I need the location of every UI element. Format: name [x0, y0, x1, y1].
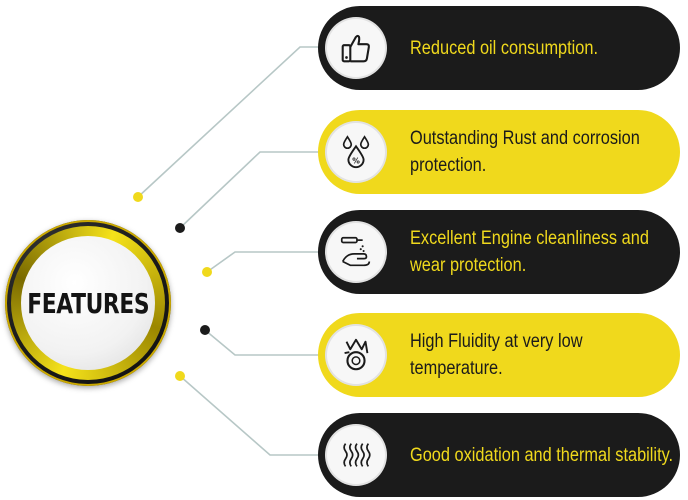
- feature-pill-oxidation-stability: Good oxidation and thermal stability.: [318, 413, 680, 497]
- feature-text: Reduced oil consumption.: [410, 37, 599, 59]
- connector-line-2: [179, 151, 320, 229]
- connector-line-1: [137, 46, 320, 198]
- feature-icon-circle: [327, 426, 385, 484]
- feature-icon-circle: [327, 326, 385, 384]
- feature-pill-engine-cleanliness: Excellent Engine cleanliness and wear pr…: [318, 210, 680, 294]
- connector-dot-3: [202, 267, 212, 277]
- connector-dot-4: [200, 325, 210, 335]
- features-hub: FEATURES: [5, 220, 171, 386]
- feature-icon-circle: [327, 223, 385, 281]
- hand-wash-icon: [340, 236, 371, 267]
- svg-text:%: %: [352, 156, 360, 165]
- connector-dot-5: [175, 371, 185, 381]
- thumbs-up-icon: [341, 34, 370, 63]
- features-hub-label: FEATURES: [26, 286, 150, 320]
- feature-text: Excellent Engine cleanliness and wear pr…: [410, 228, 649, 276]
- feature-pill-fluidity: High Fluidity at very low temperature.: [318, 313, 680, 397]
- heat-waves-icon: [343, 443, 371, 467]
- feature-text: Outstanding Rust and corrosion protectio…: [410, 128, 640, 176]
- connector-dot-1: [133, 192, 143, 202]
- feature-text: Good oxidation and thermal stability.: [410, 444, 674, 466]
- feature-pill-rust-protection: % Outstanding Rust and corrosion protect…: [318, 110, 680, 194]
- connector-line-5: [179, 375, 320, 456]
- connector-dot-2: [175, 223, 185, 233]
- snowflake-flame-icon: [344, 338, 369, 371]
- feature-pill-reduced-oil: Reduced oil consumption.: [318, 6, 680, 90]
- connector-line-4: [204, 329, 320, 356]
- features-hub-center: FEATURES: [21, 236, 155, 370]
- droplets-percent-icon: %: [342, 135, 370, 169]
- feature-icon-circle: [327, 19, 385, 77]
- feature-icon-circle: %: [327, 123, 385, 181]
- feature-text: High Fluidity at very low temperature.: [410, 331, 583, 379]
- connector-line-3: [206, 251, 320, 273]
